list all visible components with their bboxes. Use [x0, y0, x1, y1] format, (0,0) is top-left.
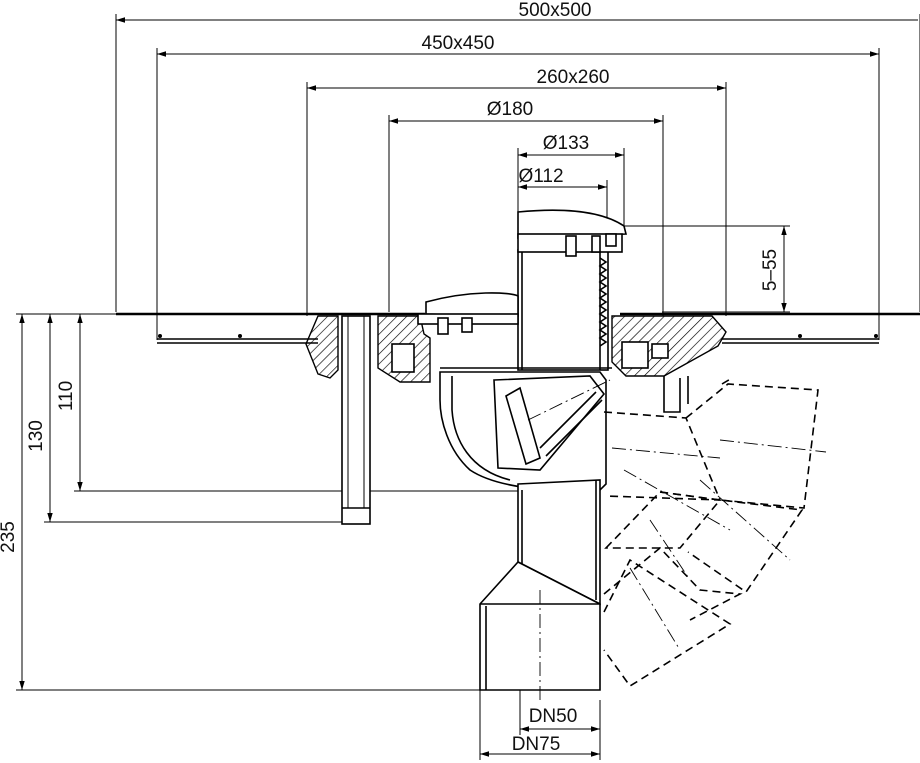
dim-label-110: 110 [56, 381, 77, 411]
body-flange-left [305, 315, 431, 383]
dimension-adjustment: 5–55 [610, 225, 790, 313]
dim-label-450: 450x450 [422, 33, 495, 54]
dimension-500: 500x500 [115, 0, 920, 312]
grating-cover [517, 209, 628, 257]
dim-label-112: Ø112 [518, 166, 563, 187]
dimension-110: 110 [56, 314, 520, 492]
dim-label-133: Ø133 [543, 133, 589, 154]
dim-label-180: Ø180 [487, 99, 533, 120]
lower-grating-cover [417, 292, 519, 335]
dimension-260: 260x260 [306, 67, 727, 316]
dim-label-adjustment: 5–55 [760, 249, 781, 291]
outlet-pipe-dn75 [479, 561, 601, 700]
outlet-pipe-dn50 [517, 479, 601, 606]
dim-label-dn75: DN75 [512, 734, 561, 755]
body-flange-right [611, 315, 727, 413]
alternative-outlet-positions [603, 377, 827, 688]
dimension-450: 450x450 [156, 33, 880, 340]
dimension-180: Ø180 [388, 99, 664, 316]
dimension-133: Ø133 [517, 133, 625, 226]
dim-label-500: 500x500 [519, 0, 592, 21]
dimension-dn75: DN75 [479, 690, 600, 760]
dimension-112: Ø112 [518, 166, 608, 222]
dim-label-235: 235 [0, 521, 19, 553]
odour-trap-flap [493, 375, 611, 471]
dimension-235: 235 [0, 313, 480, 691]
secondary-drainage-pipe [341, 315, 371, 525]
sealing-membrane [157, 334, 879, 344]
adjustment-tube [517, 249, 609, 371]
dimension-130: 130 [26, 314, 342, 523]
dim-label-dn50: DN50 [529, 706, 578, 727]
dim-label-260: 260x260 [537, 67, 610, 88]
dim-label-130: 130 [26, 420, 47, 452]
